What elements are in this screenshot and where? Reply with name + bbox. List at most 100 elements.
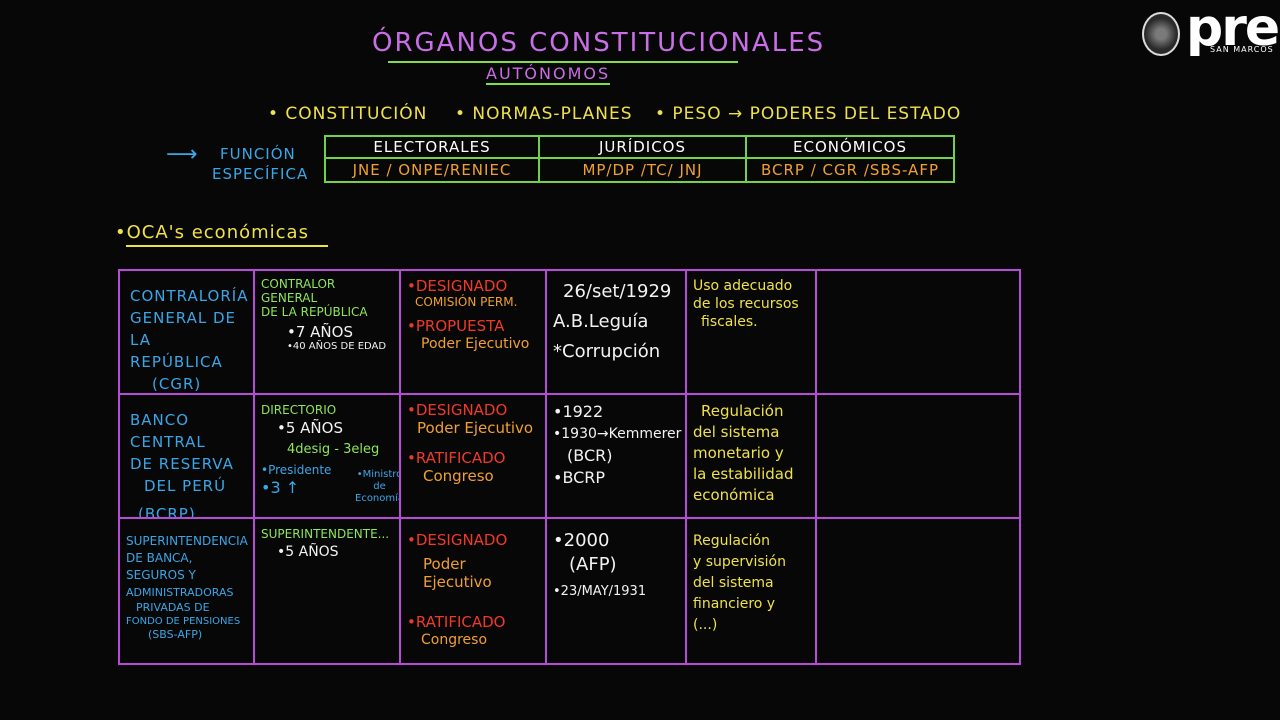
- page-subtitle: AUTÓNOMOS: [486, 64, 611, 83]
- funcion-especifica-label: FUNCIÓN ESPECÍFICA: [212, 144, 308, 184]
- header-electorales: ELECTORALES: [326, 137, 540, 159]
- entity-line: PRIVADAS DE: [136, 601, 210, 614]
- head-item: •5 AÑOS: [277, 419, 343, 437]
- date-item: •BCRP: [553, 468, 606, 487]
- table-row-bcrp-dates: •1922 •1930→Kemmerer (BCR) •BCRP: [547, 395, 687, 519]
- table-row-cgr-designation: •DESIGNADO COMISIÓN PERM. •PROPUESTA Pod…: [401, 271, 547, 395]
- head-title: DE LA REPÚBLICA: [261, 305, 368, 319]
- entity-acronym: (BCRP): [138, 505, 196, 519]
- entity-acronym: (SBS-AFP): [148, 628, 203, 641]
- ministro-line: •Ministro: [356, 469, 401, 480]
- ministro-label: •Ministro de Economía: [355, 469, 401, 505]
- funcion-line2: ESPECÍFICA: [212, 165, 309, 183]
- entity-line: SUPERINTENDENCIA: [126, 534, 248, 548]
- function-line: (...): [693, 617, 718, 633]
- designation-by: COMISIÓN PERM.: [415, 295, 518, 309]
- university-seal-icon: [1142, 12, 1180, 56]
- head-title: CONTRALOR GENERAL: [261, 277, 336, 305]
- entity-line: ADMINISTRADORAS: [126, 586, 234, 599]
- bullet-normas: • NORMAS-PLANES: [455, 104, 633, 124]
- date-item: •2000: [553, 530, 610, 551]
- function-line: y supervisión: [693, 554, 786, 570]
- function-line: Regulación: [701, 402, 784, 420]
- oca-types-table: ELECTORALES JURÍDICOS ECONÓMICOS JNE / O…: [324, 135, 955, 183]
- entity-line: LA REPÚBLICA: [130, 331, 223, 371]
- entity-line: DEL PERÚ: [144, 477, 227, 495]
- entity-line: DE RESERVA: [130, 455, 234, 473]
- ratification-label: •RATIFICADO: [407, 613, 506, 631]
- entity-line: SEGUROS Y: [126, 568, 196, 582]
- head-item: •7 AÑOS: [287, 323, 353, 341]
- section-label: •OCA's económicas: [115, 222, 309, 243]
- table-row-bcrp-entity: BANCO CENTRAL DE RESERVA DEL PERÚ (BCRP): [120, 395, 255, 519]
- header-economicos: ECONÓMICOS: [747, 137, 953, 159]
- header-juridicos: JURÍDICOS: [540, 137, 747, 159]
- ministro-line: de: [373, 481, 386, 492]
- entity-acronym: (CGR): [152, 375, 202, 393]
- date-item: •23/MAY/1931: [553, 584, 647, 599]
- proposal-label: •PROPUESTA: [407, 317, 505, 335]
- table-row-sbs-dates: •2000 (AFP) •23/MAY/1931: [547, 519, 687, 663]
- presidente-label: •Presidente: [261, 463, 332, 477]
- date-item: *Corrupción: [553, 341, 661, 362]
- head-title: SUPERINTENDENTE...: [261, 527, 390, 541]
- table-row-cgr-empty: [817, 271, 1019, 395]
- designation-label: •DESIGNADO: [407, 401, 508, 419]
- bullet-peso: • PESO → PODERES DEL ESTADO: [655, 104, 962, 124]
- title-underline: [388, 61, 738, 63]
- ratification-by: Congreso: [421, 632, 488, 648]
- value-juridicos: MP/DP /TC/ JNJ: [540, 159, 747, 181]
- entity-line: CONTRALORÍA: [130, 287, 249, 305]
- ratification-by: Congreso: [423, 467, 494, 485]
- entity-line: GENERAL DE: [130, 309, 237, 327]
- date-item: A.B.Leguía: [553, 311, 649, 332]
- designation-label: •DESIGNADO: [407, 531, 508, 549]
- page-title: ÓRGANOS CONSTITUCIONALES: [372, 28, 826, 58]
- table-row-cgr-entity: CONTRALORÍA GENERAL DE LA REPÚBLICA (CGR…: [120, 271, 255, 395]
- table-row-bcrp-designation: •DESIGNADO Poder Ejecutivo •RATIFICADO C…: [401, 395, 547, 519]
- section-underline: [126, 245, 328, 247]
- entity-line: DE BANCA,: [126, 551, 193, 565]
- function-line: económica: [693, 486, 775, 504]
- designation-by: Poder Ejecutivo: [423, 555, 492, 591]
- table-row-bcrp-empty: [817, 395, 1019, 519]
- ministro-line: Economía: [355, 493, 401, 504]
- table-row-sbs-head: SUPERINTENDENTE... •5 AÑOS: [255, 519, 401, 663]
- table-row-sbs-function: Regulación y supervisión del sistema fin…: [687, 519, 817, 663]
- designation-label: •DESIGNADO: [407, 277, 508, 295]
- table-row-bcrp-head: DIRECTORIO •5 AÑOS 4desig - 3eleg •Presi…: [255, 395, 401, 519]
- designation-by: Poder Ejecutivo: [417, 419, 534, 437]
- arrow-right-icon: ⟶: [166, 142, 198, 167]
- table-row-cgr-head: CONTRALOR GENERAL DE LA REPÚBLICA •7 AÑO…: [255, 271, 401, 395]
- presidente-count: •3 ↑: [261, 478, 300, 497]
- date-item: (AFP): [569, 554, 617, 575]
- function-line: Uso adecuado: [693, 278, 793, 294]
- function-line: de los recursos: [693, 296, 799, 312]
- date-item: (BCR): [567, 446, 613, 465]
- function-line: monetario y: [693, 444, 784, 462]
- head-item: •5 AÑOS: [277, 544, 339, 560]
- function-line: del sistema: [693, 423, 780, 441]
- table-row-bcrp-function: Regulación del sistema monetario y la es…: [687, 395, 817, 519]
- bullet-constitucion: • CONSTITUCIÓN: [268, 104, 428, 124]
- head-title: DIRECTORIO: [261, 403, 337, 417]
- head-item: 4desig - 3eleg: [287, 442, 380, 457]
- ocas-economicas-table: CONTRALORÍA GENERAL DE LA REPÚBLICA (CGR…: [118, 269, 1021, 665]
- entity-line: FONDO DE PENSIONES: [126, 616, 241, 627]
- date-item: 26/set/1929: [563, 281, 672, 302]
- table-row-sbs-empty: [817, 519, 1019, 663]
- value-electorales: JNE / ONPE/RENIEC: [326, 159, 540, 181]
- function-line: financiero y: [693, 596, 776, 612]
- table-row-cgr-dates: 26/set/1929 A.B.Leguía *Corrupción: [547, 271, 687, 395]
- funcion-line1: FUNCIÓN: [220, 145, 296, 163]
- table-row-sbs-entity: SUPERINTENDENCIA DE BANCA, SEGUROS Y ADM…: [120, 519, 255, 663]
- subtitle-underline: [486, 83, 610, 85]
- date-item: •1922: [553, 402, 604, 421]
- ratification-label: •RATIFICADO: [407, 449, 506, 467]
- head-item: •40 AÑOS DE EDAD: [287, 341, 387, 352]
- date-item: •1930→Kemmerer: [553, 426, 682, 442]
- function-line: del sistema: [693, 575, 774, 591]
- value-economicos: BCRP / CGR /SBS-AFP: [761, 161, 939, 179]
- function-line: Regulación: [693, 533, 770, 549]
- function-line: fiscales.: [701, 314, 758, 330]
